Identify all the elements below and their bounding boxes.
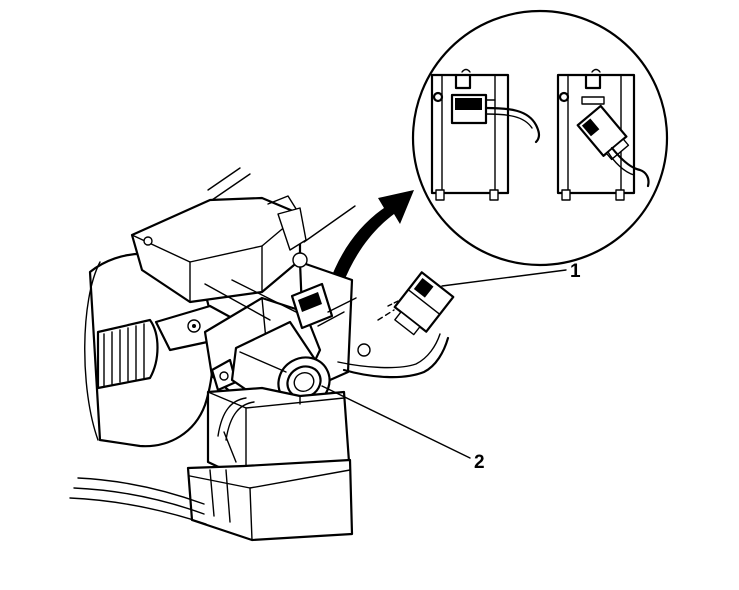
detail-connector-released xyxy=(556,68,650,201)
callout-label-1: 1 xyxy=(570,261,581,282)
detail-view-circle xyxy=(411,9,669,267)
callout-1: 1 xyxy=(441,261,581,287)
callout-2: 2 xyxy=(321,385,485,473)
bracket-connector-socket xyxy=(290,282,334,330)
detached-connector xyxy=(377,271,455,336)
steering-column-assembly xyxy=(69,167,450,542)
detail-connector-seated xyxy=(430,68,541,201)
callout-label-2: 2 xyxy=(474,452,485,473)
splined-shaft xyxy=(96,318,159,390)
